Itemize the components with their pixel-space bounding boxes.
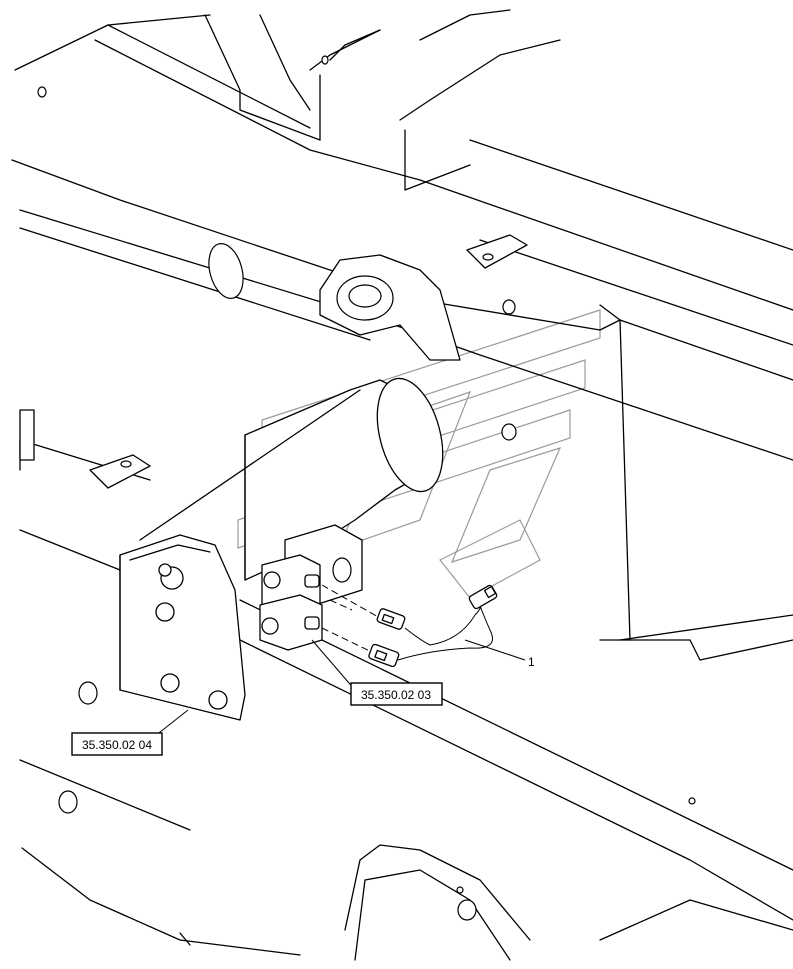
wiring-harness (321, 584, 498, 668)
connector-lower (368, 643, 400, 668)
connector-upper (376, 608, 406, 630)
cylinder-tube (139, 377, 444, 581)
valve-block (259, 524, 363, 651)
callout-block-ref: 35.350.02 03 (350, 682, 443, 706)
callout-frame-ref-text: 35.350.02 04 (82, 738, 152, 752)
callout-item-number: 1 (528, 655, 535, 669)
connector-end (468, 584, 498, 610)
callout-frame-ref: 35.350.02 04 (71, 732, 163, 756)
chassis-frame (11, 159, 793, 961)
callout-block-ref-text: 35.350.02 03 (361, 688, 431, 702)
upper-frame-rail (14, 9, 793, 311)
mounting-plate (119, 534, 246, 721)
